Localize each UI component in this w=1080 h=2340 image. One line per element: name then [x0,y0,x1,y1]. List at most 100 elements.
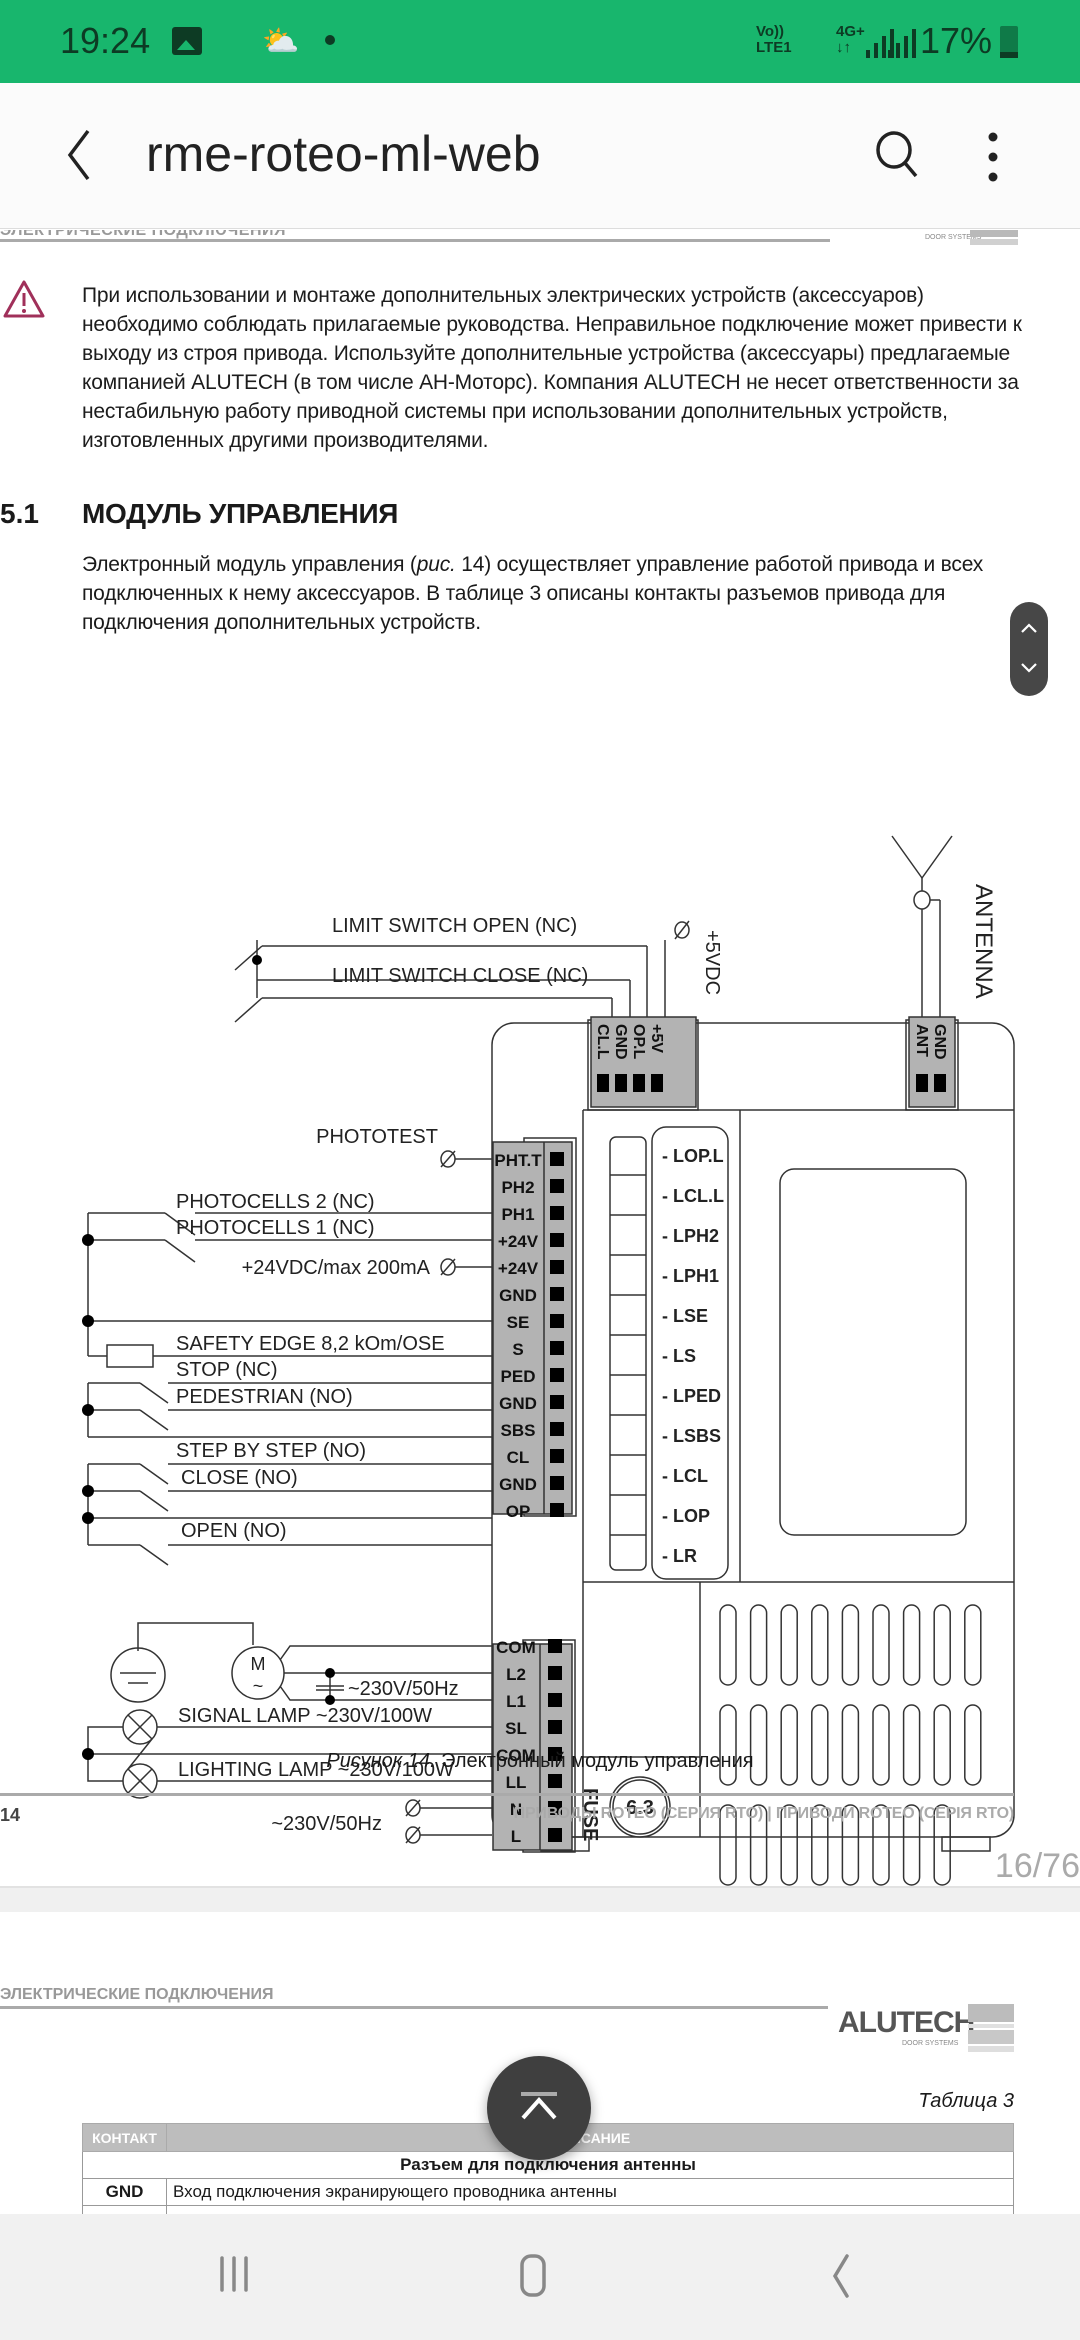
page-header-label: ЭЛЕКТРИЧЕСКИЕ ПОДКЛЮЧЕНИЯ [0,230,287,239]
terminal-screw [916,1074,928,1092]
input-pin-label: S [512,1340,523,1359]
power-pin-label: L1 [506,1692,526,1711]
section-title: МОДУЛЬ УПРАВЛЕНИЯ [82,498,399,529]
input-pin-label: PH2 [501,1178,534,1197]
top-connector-pin-label: +5V [648,1024,665,1053]
terminal-screw [550,1179,564,1193]
status-bar: 19:24 ⛅ Vo))LTE1 4G+↓↑ 17% [0,0,1080,83]
notification-dot-icon [325,35,335,45]
section-number: 5.1 [0,498,39,529]
terminal-screw [550,1395,564,1409]
label-safety-edge: SAFETY EDGE 8,2 kOm/OSE [176,1333,445,1355]
terminal-screw [548,1639,562,1653]
label-open: OPEN (NO) [181,1520,287,1542]
label-24v: +24VDC/max 200mA [242,1257,431,1279]
terminal-screw [633,1074,645,1092]
terminal-screw [548,1828,562,1842]
terminal-screw [548,1747,562,1761]
input-pin-label: PED [501,1367,536,1386]
power-pin-label: L2 [506,1665,526,1684]
display-window [779,1168,967,1536]
label-photocells1: PHOTOCELLS 1 (NC) [176,1217,375,1239]
page-indicator: 16/76 [994,1847,1080,1885]
column-header-description: ОПИСАНИЕ [166,2123,1014,2152]
power-pin-label: L [511,1827,521,1846]
column-header-contact: КОНТАКТ [82,2123,167,2152]
home-icon [520,2254,546,2297]
input-pin-label: +24V [498,1259,539,1278]
chevron-down-icon [1021,663,1037,673]
battery-icon [1000,26,1018,58]
led-label: - LCL.L [662,1186,724,1206]
power-pin-label: COM [496,1638,536,1657]
terminal-screw [550,1314,564,1328]
label-stop: STOP (NC) [176,1359,278,1381]
label-pedestrian: PEDESTRIAN (NO) [176,1386,353,1408]
warning-icon [3,280,45,318]
weather-icon: ⛅ [262,25,300,58]
scroll-to-top-button[interactable] [487,2056,591,2160]
label-5vdc: +5VDC [701,930,723,995]
led-label: - LR [662,1546,697,1566]
vent-slot [719,1704,737,1786]
label-lighting-lamp: LIGHTING LAMP ~230V/100W [178,1759,454,1781]
vent-slot [811,1604,829,1686]
top-connector-pin-label: OP.L [630,1024,647,1060]
page2-header-label: ЭЛЕКТРИЧЕСКИЕ ПОДКЛЮЧЕНИЯ [0,1986,274,2003]
footer-series: ПРИВОДЫ ROTEO (СЕРИЯ RTO) | ПРИВОДИ ROTE… [513,1805,1015,1822]
label-phototest: PHOTOTEST [316,1126,438,1148]
label-mains: ~230V/50Hz [271,1813,382,1835]
terminal-screw [550,1152,564,1166]
home-button[interactable] [506,2244,576,2304]
back-button[interactable] [60,125,100,185]
input-pin-label: OP [506,1502,531,1521]
table-label: Таблица 3 [918,2090,1014,2112]
header-rule [0,239,830,242]
search-button[interactable] [872,129,924,181]
vent-slot [749,1604,768,1686]
terminal-screw [550,1476,564,1490]
vent-slot [933,1804,951,1886]
recents-button[interactable] [205,2244,275,2304]
vent-slot [872,1604,890,1686]
led-label: - LPED [662,1386,721,1406]
label-limit-close: LIMIT SWITCH CLOSE (NC) [332,965,588,987]
chevron-up-icon [1021,623,1037,633]
system-back-button[interactable] [815,2244,885,2304]
led-label: - LOP [662,1506,710,1526]
table-header-row: КОНТАКТ ОПИСАНИЕ [82,2123,1014,2152]
gallery-icon [172,27,202,55]
terminal-screw [550,1260,564,1274]
vent-slot [872,1804,890,1886]
led-label: - LPH2 [662,1226,719,1246]
more-options-button[interactable] [978,129,1008,185]
vent-slot [841,1604,860,1686]
search-icon [876,131,918,178]
network-type-indicator: 4G+↓↑ [836,23,865,56]
vent-slot [780,1804,798,1886]
terminal-screw [615,1074,627,1092]
cell-contact: GND [82,2178,167,2206]
vent-slot [933,1604,951,1686]
previous-page-button[interactable] [1010,608,1048,648]
terminal-screw [550,1422,564,1436]
vent-slot [933,1704,951,1786]
vent-slot [841,1704,860,1786]
antenna-pin-label: GND [931,1024,948,1060]
vent-slot [902,1804,921,1886]
terminal-screw [548,1801,562,1815]
antenna-pin-label: ANT [913,1024,930,1057]
label-step-by-step: STEP BY STEP (NO) [176,1440,366,1462]
vent-slot [872,1704,890,1786]
terminal-screw [651,1074,663,1092]
label-antenna: ANTENNA [970,884,997,999]
led-label: - LOP.L [662,1146,724,1166]
label-motor-supply: ~230V/50Hz [348,1678,459,1700]
vent-slot [780,1604,798,1686]
page-number: 14 [0,1805,21,1825]
next-page-button[interactable] [1010,648,1048,688]
terminal-screw [548,1693,562,1707]
pdf-viewer[interactable]: ЭЛЕКТРИЧЕСКИЕ ПОДКЛЮЧЕНИЯ DOOR SYSTEMS П… [0,230,1080,2260]
input-pin-label: GND [499,1286,537,1305]
warning-text: При использовании и монтаже дополнительн… [82,284,1022,452]
